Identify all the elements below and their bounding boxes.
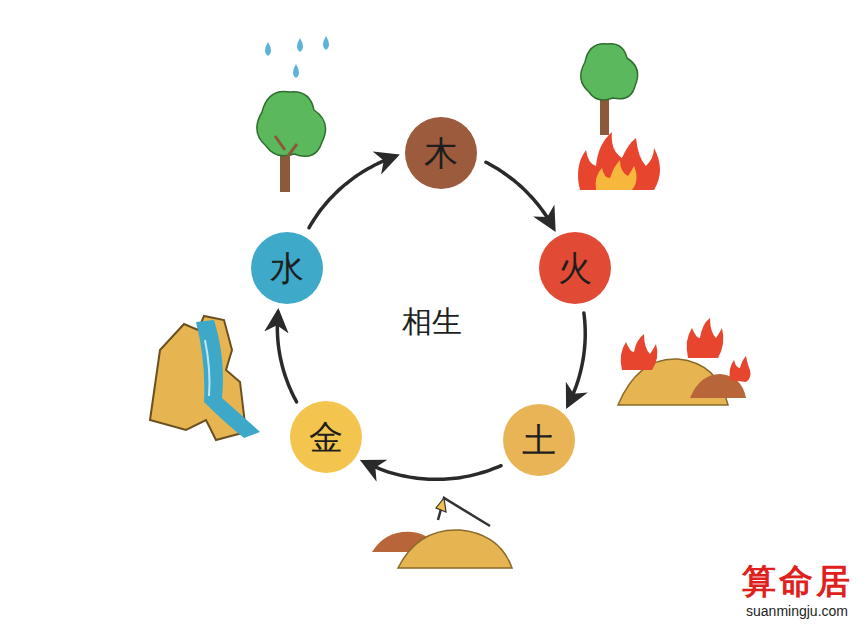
element-name: 木 bbox=[424, 136, 458, 170]
cycle-arrow bbox=[364, 462, 501, 479]
element-circle: 水 bbox=[251, 232, 323, 304]
cycle-arrow bbox=[486, 162, 553, 227]
element-circle: 土 bbox=[503, 404, 575, 476]
watermark: 算命居 bbox=[742, 559, 853, 605]
ash-mounds bbox=[618, 318, 751, 405]
mounds-and-pick bbox=[372, 498, 512, 568]
raindrops bbox=[265, 36, 329, 78]
tree-and-fire bbox=[578, 44, 660, 190]
element-name: 火 bbox=[558, 251, 592, 285]
cycle-arrow bbox=[309, 156, 395, 228]
cycle-arrow bbox=[277, 313, 296, 402]
element-name: 土 bbox=[522, 423, 556, 457]
tree bbox=[257, 91, 326, 192]
cycle-arrow bbox=[568, 313, 585, 405]
watermark-url: suanmingju.com bbox=[746, 603, 848, 619]
element-name: 金 bbox=[309, 420, 343, 454]
element-circle: 火 bbox=[539, 232, 611, 304]
center-title: 相生 bbox=[402, 302, 462, 343]
cliff-waterfall bbox=[150, 316, 260, 440]
element-circle: 木 bbox=[405, 117, 477, 189]
element-name: 水 bbox=[270, 251, 304, 285]
element-circle: 金 bbox=[290, 401, 362, 473]
